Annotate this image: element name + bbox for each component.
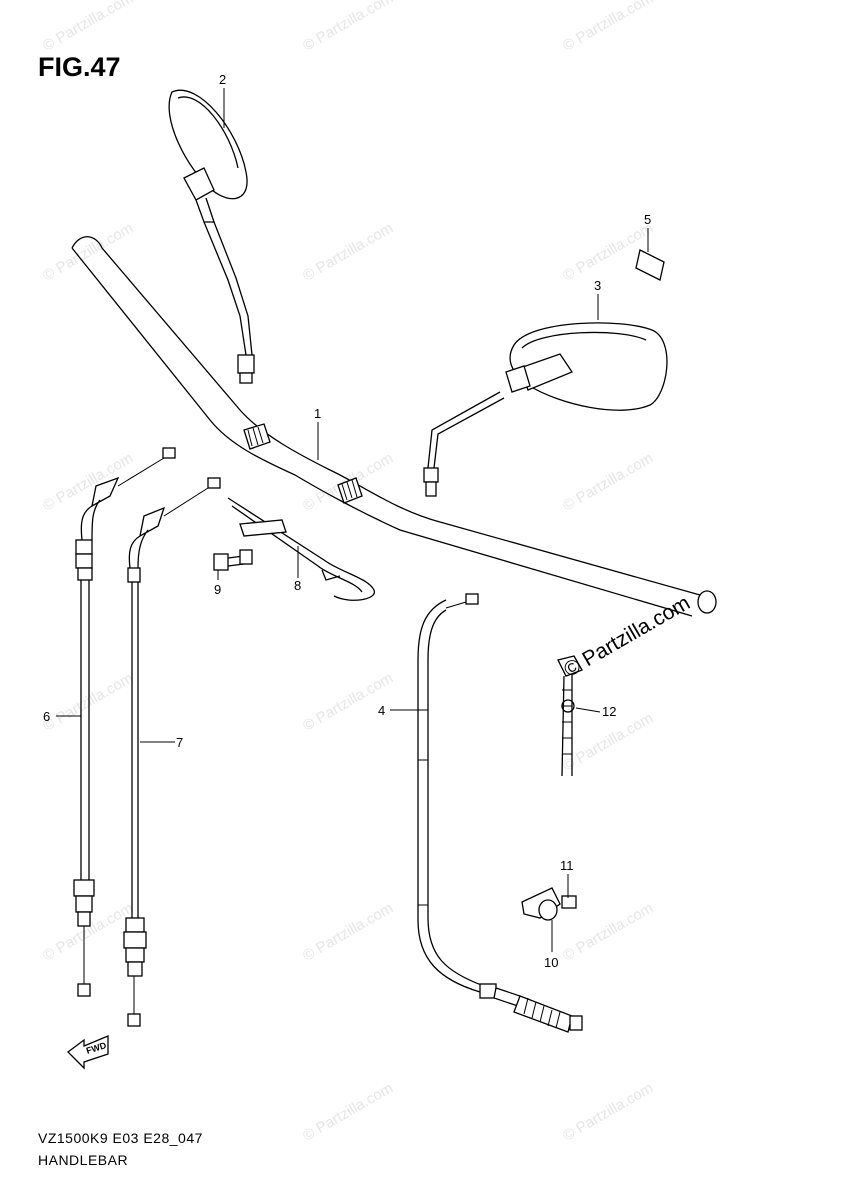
callout-11: 11	[560, 858, 574, 873]
callout-9: 9	[214, 582, 222, 597]
clutch-cable-drawing	[417, 593, 583, 1033]
callout-5: 5	[644, 212, 652, 227]
label-drawing	[635, 249, 665, 281]
callout-8: 8	[294, 578, 302, 593]
callout-7: 7	[176, 735, 184, 750]
throttle-cable-2-drawing	[123, 477, 221, 1027]
callout-12: 12	[602, 704, 617, 719]
fwd-arrow	[67, 1035, 109, 1070]
cable-tie-drawing	[557, 655, 583, 777]
callout-4: 4	[378, 703, 386, 718]
model-code: VZ1500K9 E03 E28_047	[38, 1130, 203, 1146]
figure-title: FIG.47	[38, 52, 121, 82]
clamp-drawing	[521, 887, 577, 921]
callout-10: 10	[544, 955, 559, 970]
callout-3: 3	[594, 278, 602, 293]
handlebar-drawing	[71, 236, 717, 617]
throttle-cable-1-drawing	[73, 447, 176, 997]
callout-6: 6	[43, 709, 51, 724]
mirror-left-drawing	[168, 89, 255, 384]
callout-2: 2	[219, 72, 227, 87]
callout-1: 1	[314, 406, 322, 421]
figure-name: HANDLEBAR	[38, 1152, 129, 1168]
mirror-right-drawing	[423, 322, 668, 497]
bolt-drawing	[213, 549, 253, 571]
cable-guide-drawing	[227, 497, 375, 601]
leader-lines	[56, 88, 649, 952]
